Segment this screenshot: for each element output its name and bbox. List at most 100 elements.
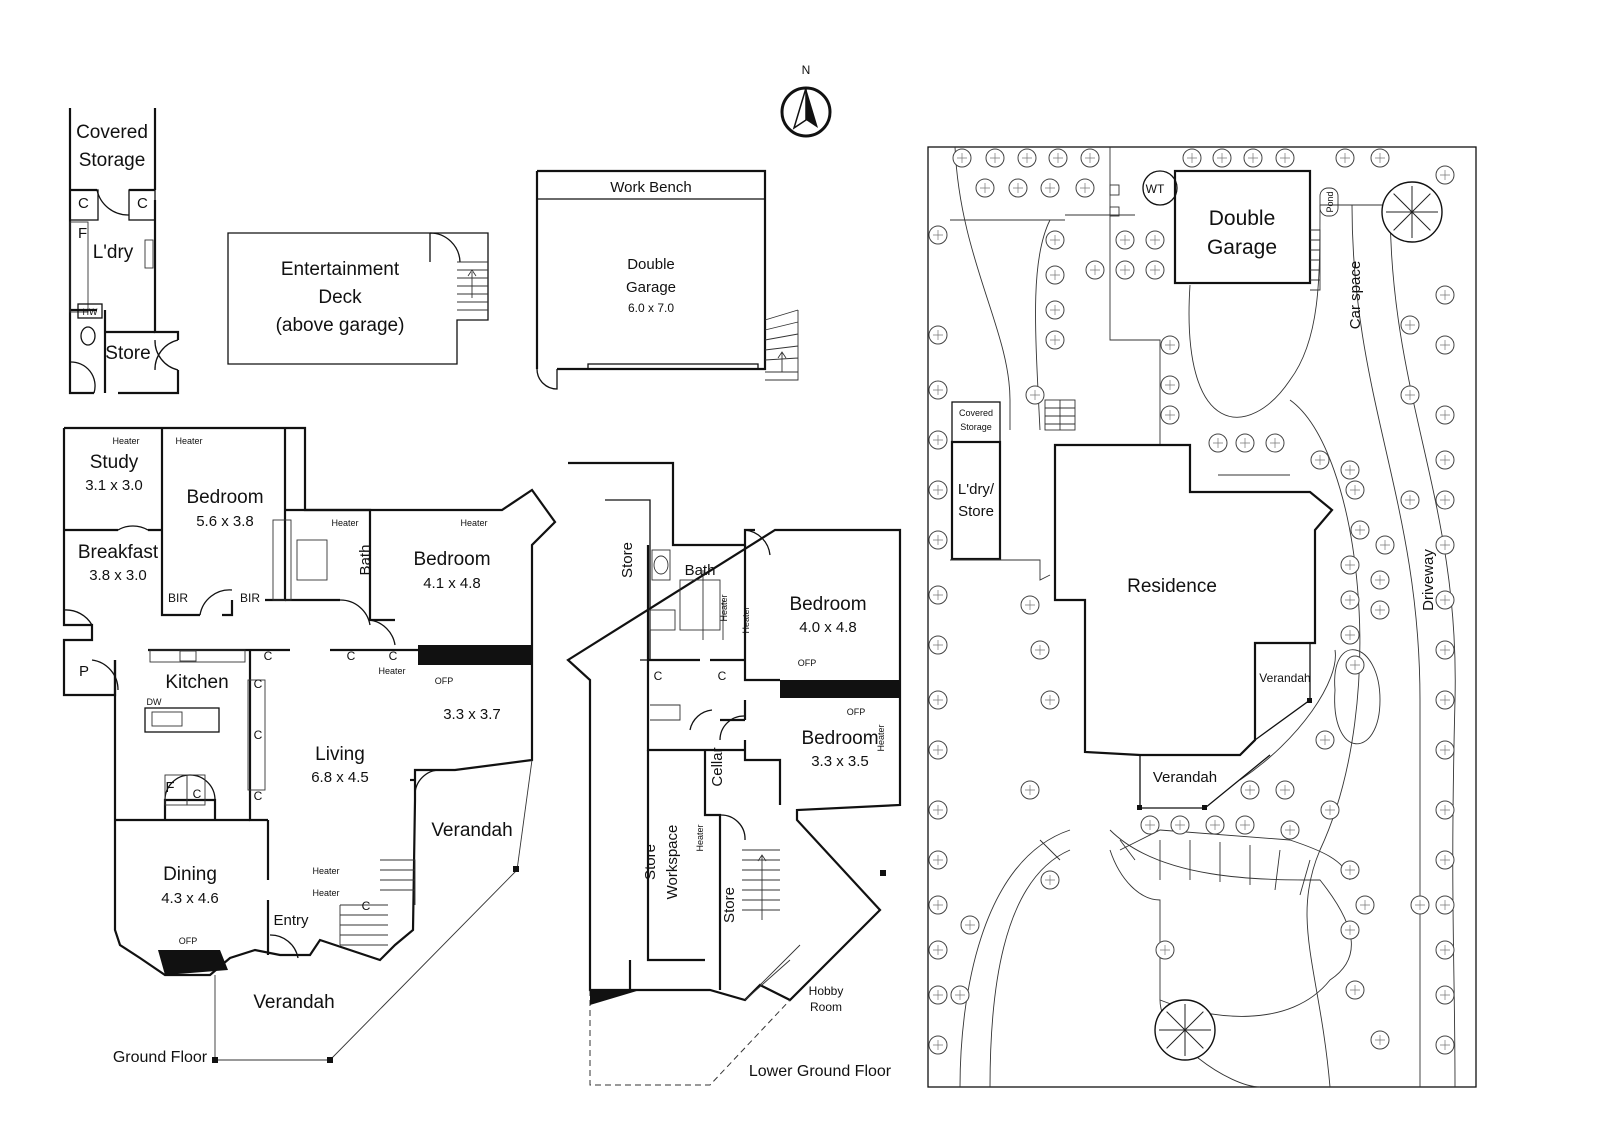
cupboard-label: C	[254, 728, 263, 742]
tree-branch-icon	[1184, 1029, 1204, 1049]
verandah-east-name: Verandah	[431, 820, 512, 841]
shrub-detail-icon	[1350, 660, 1360, 670]
shrub-detail-icon	[1405, 320, 1415, 330]
shrub-detail-icon	[1085, 153, 1095, 163]
shrub-detail-icon	[957, 153, 967, 163]
bir-label: BIR	[168, 591, 188, 605]
site-laundry-line1: L'dry/	[958, 481, 995, 498]
shrub-detail-icon	[933, 945, 943, 955]
cupboard-label: C	[362, 899, 371, 913]
heater-label: Heater	[112, 436, 139, 446]
heater-label: Heater	[175, 436, 202, 446]
tree-branch-icon	[1184, 1011, 1204, 1031]
shrub-detail-icon	[1325, 805, 1335, 815]
laundry-fridge-label: F	[78, 225, 87, 242]
north-compass: N	[780, 63, 832, 138]
cupboard-label: C	[347, 649, 356, 663]
tree-branch-icon	[1393, 211, 1413, 231]
shrub-detail-icon	[1120, 235, 1130, 245]
cupboard-label: C	[654, 669, 663, 683]
shrub-detail-icon	[1150, 265, 1160, 275]
shrub-detail-icon	[1345, 630, 1355, 640]
shrub-detail-icon	[1050, 235, 1060, 245]
shrub-detail-icon	[1080, 183, 1090, 193]
shrub-detail-icon	[1355, 525, 1365, 535]
double-garage: Work Bench Double Garage 6.0 x 7.0	[535, 169, 799, 390]
shrub-detail-icon	[1375, 605, 1385, 615]
shrub-detail-icon	[1150, 235, 1160, 245]
lg-bedroom1-dim: 4.0 x 4.8	[799, 619, 857, 636]
shrub-detail-icon	[990, 153, 1000, 163]
bedroom1-name: Bedroom	[186, 487, 263, 508]
lower-ground-floor-caption: Lower Ground Floor	[749, 1063, 892, 1080]
shrub-detail-icon	[955, 990, 965, 1000]
shrub-detail-icon	[1175, 820, 1185, 830]
shrub-detail-icon	[933, 805, 943, 815]
shrub-detail-icon	[1440, 1040, 1450, 1050]
tree-branch-icon	[1393, 193, 1413, 213]
heater-label: Heater	[460, 518, 487, 528]
shrub-detail-icon	[1440, 900, 1450, 910]
cupboard-label: C	[718, 669, 727, 683]
site-garage-line1: Double	[1209, 207, 1276, 230]
shrub-detail-icon	[1045, 183, 1055, 193]
ofp-label: OFP	[179, 936, 198, 946]
tree-branch-icon	[1411, 211, 1431, 231]
ofp-label: OFP	[847, 707, 866, 717]
shrub-detail-icon	[933, 590, 943, 600]
heater-label: Heater	[312, 866, 339, 876]
shrub-detail-icon	[1245, 785, 1255, 795]
shrub-detail-icon	[1375, 153, 1385, 163]
shrub-detail-icon	[1345, 560, 1355, 570]
shrub-detail-icon	[933, 435, 943, 445]
shrub-detail-icon	[1248, 153, 1258, 163]
laundry-cupboard-label-2: C	[137, 195, 148, 212]
heater-label: Heater	[378, 666, 405, 676]
shrub-detail-icon	[1375, 575, 1385, 585]
hobby-room-line1: Hobby	[809, 984, 844, 998]
shrub-detail-icon	[1030, 390, 1040, 400]
deck-label-line1: Entertainment	[281, 259, 400, 280]
shrub-detail-icon	[933, 695, 943, 705]
shrub-detail-icon	[933, 330, 943, 340]
pond-label: Pond	[1325, 191, 1335, 212]
heater-label: Heater	[331, 518, 358, 528]
shrub-detail-icon	[1165, 380, 1175, 390]
outbuilding-store-label: Store	[105, 343, 150, 364]
cupboard-label: C	[254, 677, 263, 691]
lg-bedroom2-name: Bedroom	[801, 728, 878, 749]
shrub-detail-icon	[1440, 455, 1450, 465]
cupboard-label: C	[254, 789, 263, 803]
cupboard-label: C	[389, 649, 398, 663]
shrub-detail-icon	[1440, 170, 1450, 180]
shrub-detail-icon	[965, 920, 975, 930]
cellar-name: Cellar	[709, 747, 726, 786]
heater-label: Heater	[876, 724, 886, 751]
shrub-detail-icon	[1145, 820, 1155, 830]
cupboard-label: C	[193, 787, 202, 801]
store-workspace-line1: Store	[642, 844, 659, 880]
shrub-detail-icon	[1315, 455, 1325, 465]
shrub-detail-icon	[1440, 945, 1450, 955]
laundry-outbuilding: Covered Storage C C F L'dry HW Store	[68, 108, 180, 395]
shrub-detail-icon	[1360, 900, 1370, 910]
sink-icon	[151, 711, 183, 727]
cooktop-icon	[179, 650, 197, 662]
shrub-detail-icon	[980, 183, 990, 193]
covered-storage-label-line1: Covered	[76, 122, 148, 143]
site-covered-storage-line1: Covered	[959, 408, 993, 418]
shrub-detail-icon	[1350, 985, 1360, 995]
shrub-detail-icon	[1350, 485, 1360, 495]
shrub-detail-icon	[933, 745, 943, 755]
shrub-detail-icon	[1375, 1035, 1385, 1045]
site-trees	[928, 148, 1455, 1061]
shrub-detail-icon	[1013, 183, 1023, 193]
shrub-detail-icon	[1440, 645, 1450, 655]
shrub-detail-icon	[1240, 438, 1250, 448]
shrub-detail-icon	[1440, 805, 1450, 815]
dining-dim: 4.3 x 4.6	[161, 890, 219, 907]
bath-name: Bath	[357, 545, 374, 576]
hobby-room-line2: Room	[810, 1000, 842, 1014]
residence-label: Residence	[1127, 576, 1217, 597]
